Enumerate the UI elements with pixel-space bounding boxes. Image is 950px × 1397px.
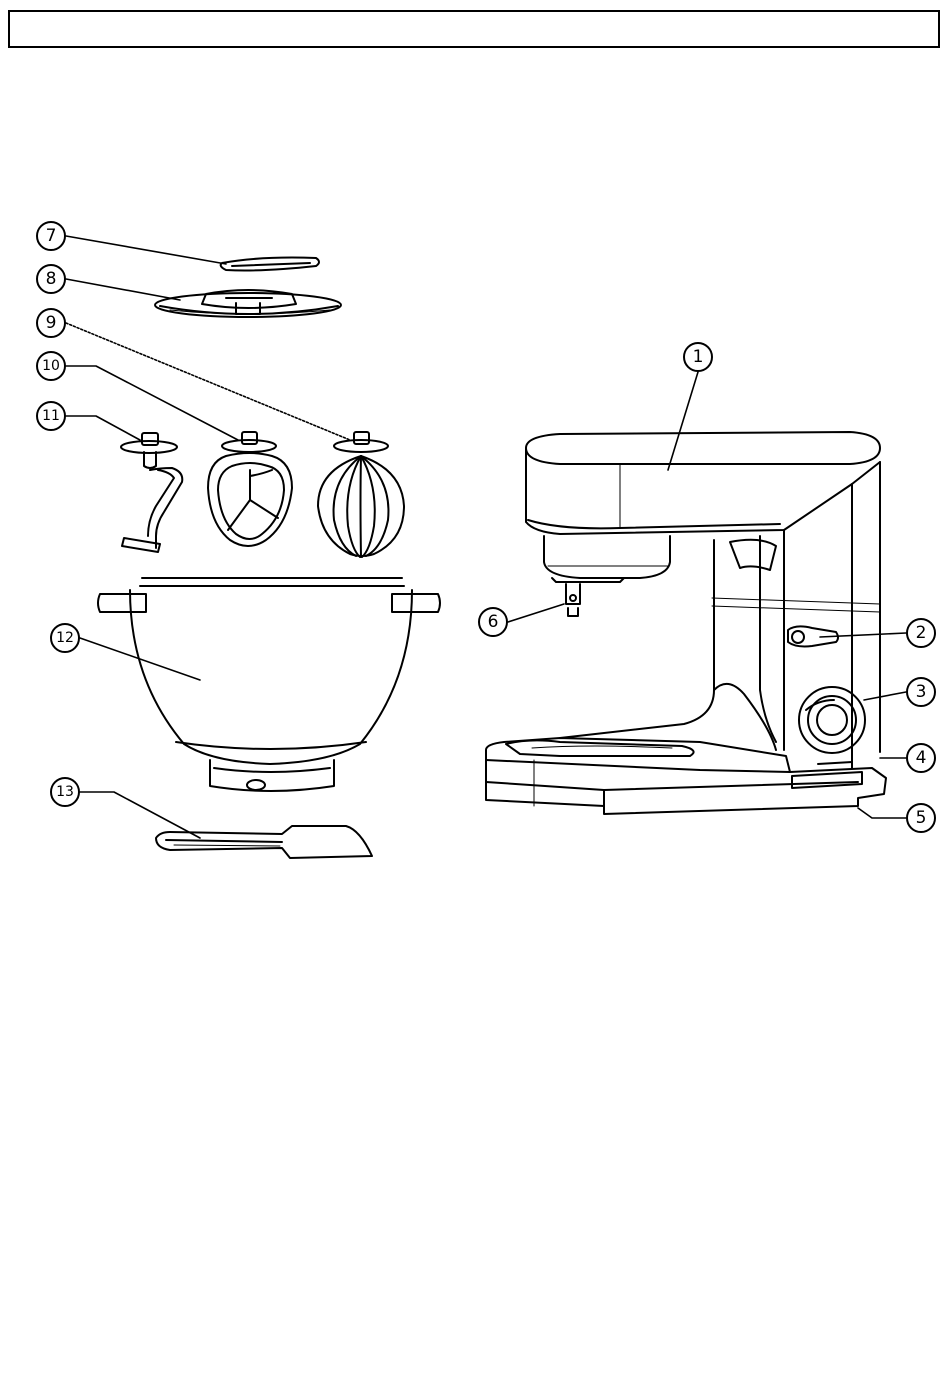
callout-7-number: 7 [46,226,57,246]
part-7-cap [221,258,319,271]
leader-7 [66,236,226,264]
callout-11-number: 11 [42,408,60,424]
callout-13-number: 13 [56,784,74,800]
callout-10: 10 [37,352,65,380]
callout-7: 7 [37,222,65,250]
callout-5: 5 [907,804,935,832]
callout-10-number: 10 [42,358,60,374]
callout-4-number: 4 [916,748,927,768]
callout-6-number: 6 [488,612,499,632]
callout-12: 12 [51,624,79,652]
part-10-flat-beater [208,432,292,546]
callout-2: 2 [907,619,935,647]
callout-8: 8 [37,265,65,293]
callout-1-number: 1 [693,347,704,367]
callout-4: 4 [907,744,935,772]
callout-8-number: 8 [46,269,57,289]
mixer-body [486,432,886,814]
callout-6: 6 [479,608,507,636]
callout-11: 11 [37,402,65,430]
part-12-bowl [98,578,440,791]
callout-9: 9 [37,309,65,337]
part-9-wire-whisk [318,432,404,557]
leader-5 [858,808,906,818]
leader-2 [820,633,906,637]
leader-1 [668,372,698,470]
callout-13: 13 [51,778,79,806]
callout-3-number: 3 [916,682,927,702]
callout-12-number: 12 [56,630,74,646]
callout-3: 3 [907,678,935,706]
leader-10 [66,366,238,440]
callout-1: 1 [684,343,712,371]
leader-8 [66,279,180,300]
leader-6 [508,604,564,622]
leader-13 [80,792,200,838]
callout-2-number: 2 [916,623,927,643]
leader-3 [864,692,906,700]
part-8-lid [155,290,341,317]
part-13-spatula [156,826,372,858]
callout-9-number: 9 [46,313,57,333]
part-11-dough-hook [121,433,182,552]
callout-5-number: 5 [916,808,927,828]
leader-11 [66,416,140,440]
leader-12 [80,638,200,680]
